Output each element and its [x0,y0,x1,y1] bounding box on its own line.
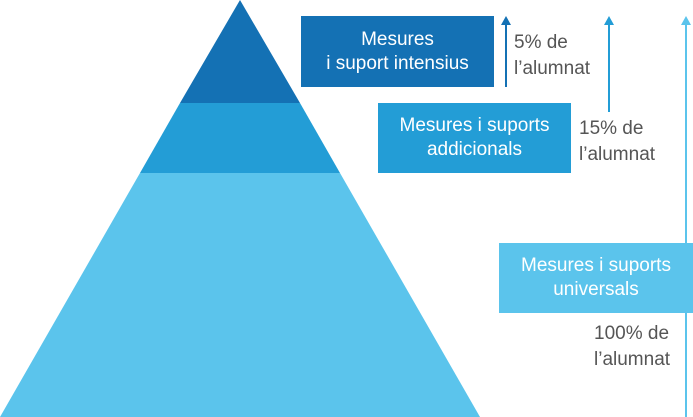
box-line: Mesures i suports [521,255,671,276]
arrow-additional [604,16,614,112]
pyramid-tier-intensive [180,0,300,103]
percent-line: l’alumnat [514,58,591,79]
pyramid-tier-additional [140,103,340,173]
percent-line: 5% de [514,32,568,53]
box-line: i suport intensius [326,52,469,74]
pyramid-tier-universal [0,173,480,417]
box-line: Mesures [361,28,434,50]
box-line: addicionals [426,139,523,160]
arrow-intensive [501,16,511,87]
box-universal: Mesures i suports universals [499,243,693,313]
percent-line: 15% de [579,118,644,139]
percent-intensive: 5% de l’alumnat [514,30,590,82]
percent-line: l’alumnat [594,349,671,370]
box-intensive: Mesures i suport intensius [301,16,494,87]
percent-line: l’alumnat [579,144,656,165]
box-line: Mesures i suports [399,115,550,136]
percent-line: 100% de [594,323,670,344]
percent-additional: 15% de l’alumnat [579,116,655,168]
box-additional: Mesures i suports addicionals [378,103,571,173]
percent-universal: 100% de l’alumnat [594,321,670,373]
arrow-universal [681,16,691,417]
box-line: universals [553,279,639,300]
